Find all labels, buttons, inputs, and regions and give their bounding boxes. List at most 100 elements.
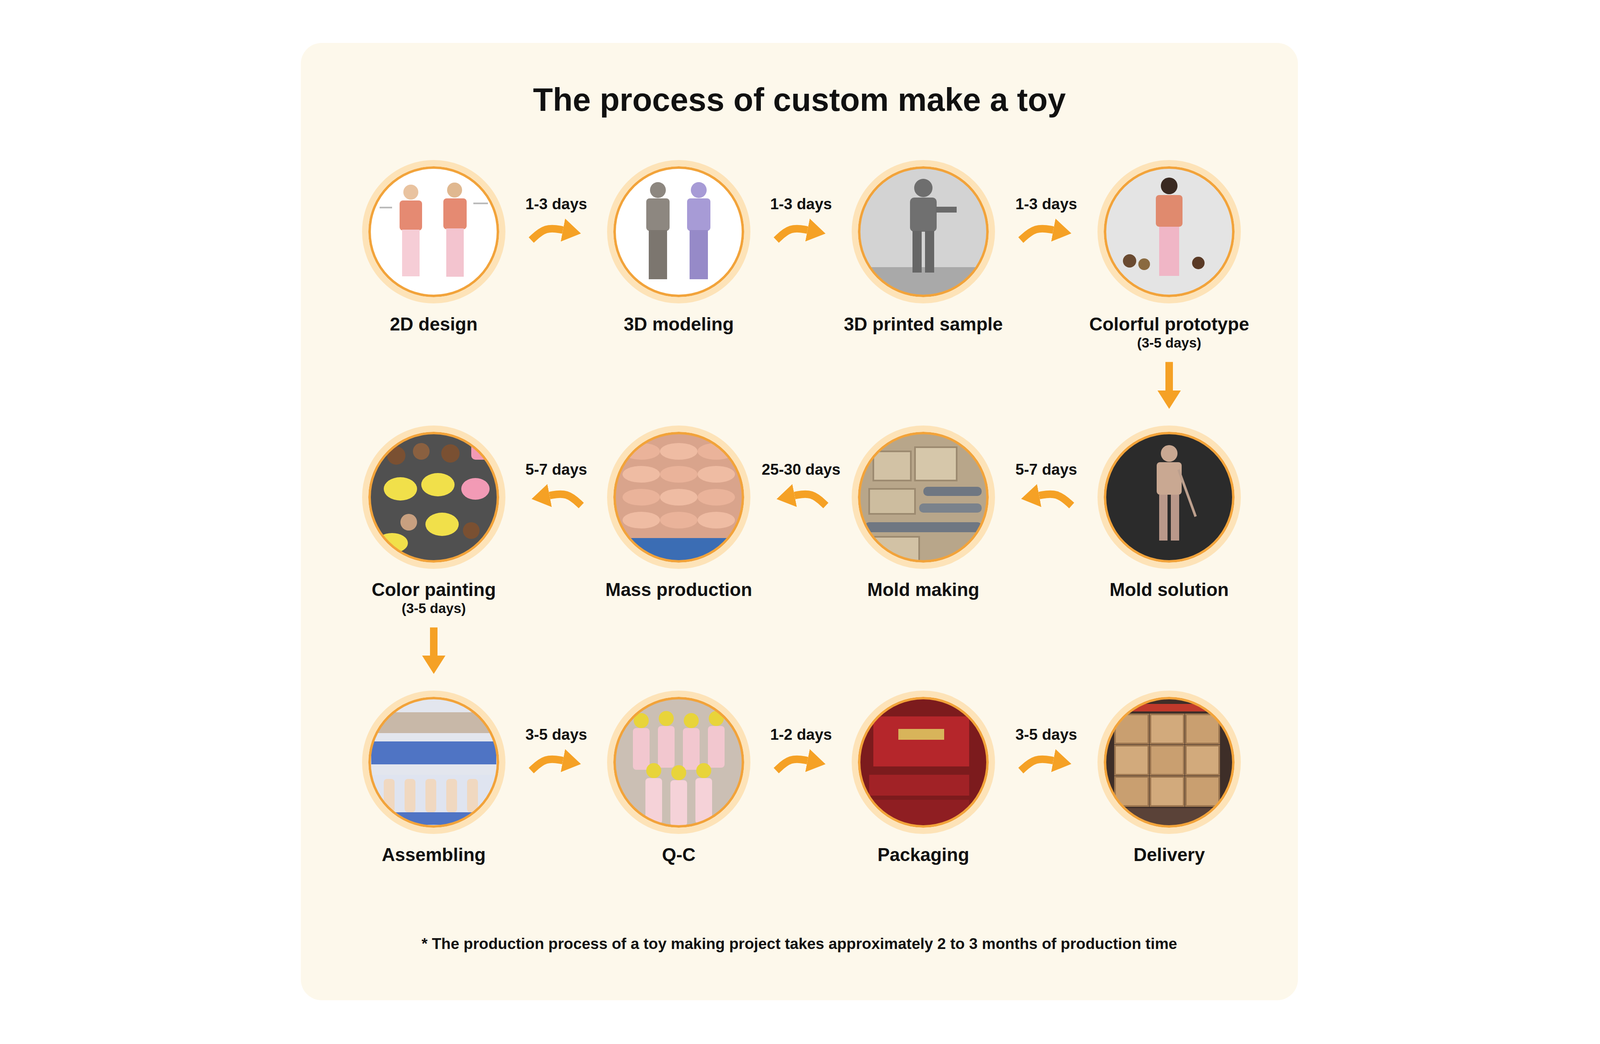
figure-head [708, 710, 724, 726]
illustration [860, 168, 987, 297]
carton [1115, 714, 1149, 744]
flow-arrow [776, 759, 808, 771]
step-label: 3D modeling [623, 313, 734, 335]
flow-arrow [1020, 228, 1054, 240]
process-step: Mold solution [1044, 425, 1295, 601]
cast-part [697, 511, 735, 529]
photo-ground [1105, 168, 1233, 295]
mold-block [869, 488, 915, 514]
assembled-figure [383, 778, 395, 813]
figure-leg [1170, 494, 1180, 541]
cast-part [697, 442, 735, 460]
step-label: Color painting [371, 579, 496, 601]
step-label: 2D design [390, 313, 478, 335]
assembled-figure [446, 778, 458, 813]
figure-head [1160, 177, 1178, 195]
painted-part [461, 477, 490, 500]
duration-label: 1-2 days [767, 725, 835, 745]
figure-head [658, 710, 674, 726]
painted-part [376, 532, 408, 553]
step-label: Mass production [605, 579, 753, 601]
figure-head [696, 762, 712, 778]
painted-part [383, 477, 418, 501]
process-step: Q-C [553, 690, 804, 866]
process-step: Delivery [1044, 690, 1295, 866]
box-label [898, 728, 945, 740]
process-step: Mold making [798, 425, 1049, 601]
figure-head [447, 182, 463, 198]
cast-part [660, 442, 698, 460]
photo-ground [860, 698, 987, 826]
figure-head [683, 712, 699, 728]
flow-arrow [794, 494, 826, 506]
cast-part [622, 511, 660, 529]
assembled-figure [425, 778, 437, 813]
assembled-figure [467, 778, 478, 813]
painted-head [387, 446, 406, 465]
illustration [615, 168, 743, 295]
step-ring [1097, 690, 1241, 834]
duration-label: 25-30 days [759, 460, 843, 480]
annotation-mark [379, 206, 393, 209]
process-step: Mass production [553, 425, 804, 601]
parts-tray [371, 812, 497, 825]
flow-arrow [1039, 494, 1072, 506]
assembled-figure [404, 778, 416, 813]
process-step: 3D modeling [553, 160, 804, 335]
flow-arrow [531, 228, 563, 240]
step-label: Colorful prototype [1089, 313, 1250, 335]
cast-part [697, 465, 735, 483]
spare-head [1122, 254, 1137, 268]
figure-prop [1177, 469, 1198, 518]
step-ring [362, 160, 506, 304]
photo-ground [1105, 433, 1233, 561]
figure-body [910, 197, 937, 232]
photo-ground [370, 433, 498, 561]
photo-ground [615, 433, 743, 561]
figure-pants [402, 229, 420, 277]
figure-legs [648, 230, 668, 280]
cast-part [622, 488, 660, 506]
step-label: Mold solution [1109, 579, 1229, 601]
step-ring [851, 160, 995, 304]
illustration [1105, 168, 1233, 295]
carton [1150, 714, 1184, 744]
flow-arrow [430, 627, 438, 656]
figure-body [645, 777, 663, 824]
step-ring [1097, 425, 1241, 569]
flow-arrow [1165, 362, 1173, 391]
step-label: Q-C [662, 844, 696, 866]
step-label: 3D printed sample [843, 313, 1003, 335]
figure-head [646, 762, 662, 778]
cast-part [622, 465, 660, 483]
carton [1115, 745, 1149, 775]
carton [1185, 745, 1220, 775]
parts-tray [371, 741, 497, 765]
painted-head [441, 444, 460, 463]
carton [1115, 776, 1149, 806]
container-edge [1105, 703, 1233, 712]
illustration [1105, 433, 1233, 561]
step-ring [1097, 160, 1241, 304]
parts-pile [615, 433, 743, 538]
painted-part [425, 512, 459, 536]
photo-ground [615, 168, 743, 295]
painted-part [471, 442, 493, 460]
footnote-caption: * The production process of a toy making… [300, 934, 1298, 953]
illustration [615, 698, 743, 826]
step-ring [607, 690, 751, 834]
figure-head [671, 765, 687, 780]
figure-legs [689, 230, 708, 280]
figure-arm [935, 206, 957, 213]
cast-part [660, 465, 698, 483]
mold-rod [919, 503, 982, 513]
painted-head [462, 522, 480, 539]
carton [1150, 776, 1184, 806]
gift-box [873, 716, 970, 767]
cast-part [660, 488, 698, 506]
mold-rod [865, 522, 982, 533]
photo-ground [615, 698, 743, 826]
painted-head [412, 442, 430, 460]
